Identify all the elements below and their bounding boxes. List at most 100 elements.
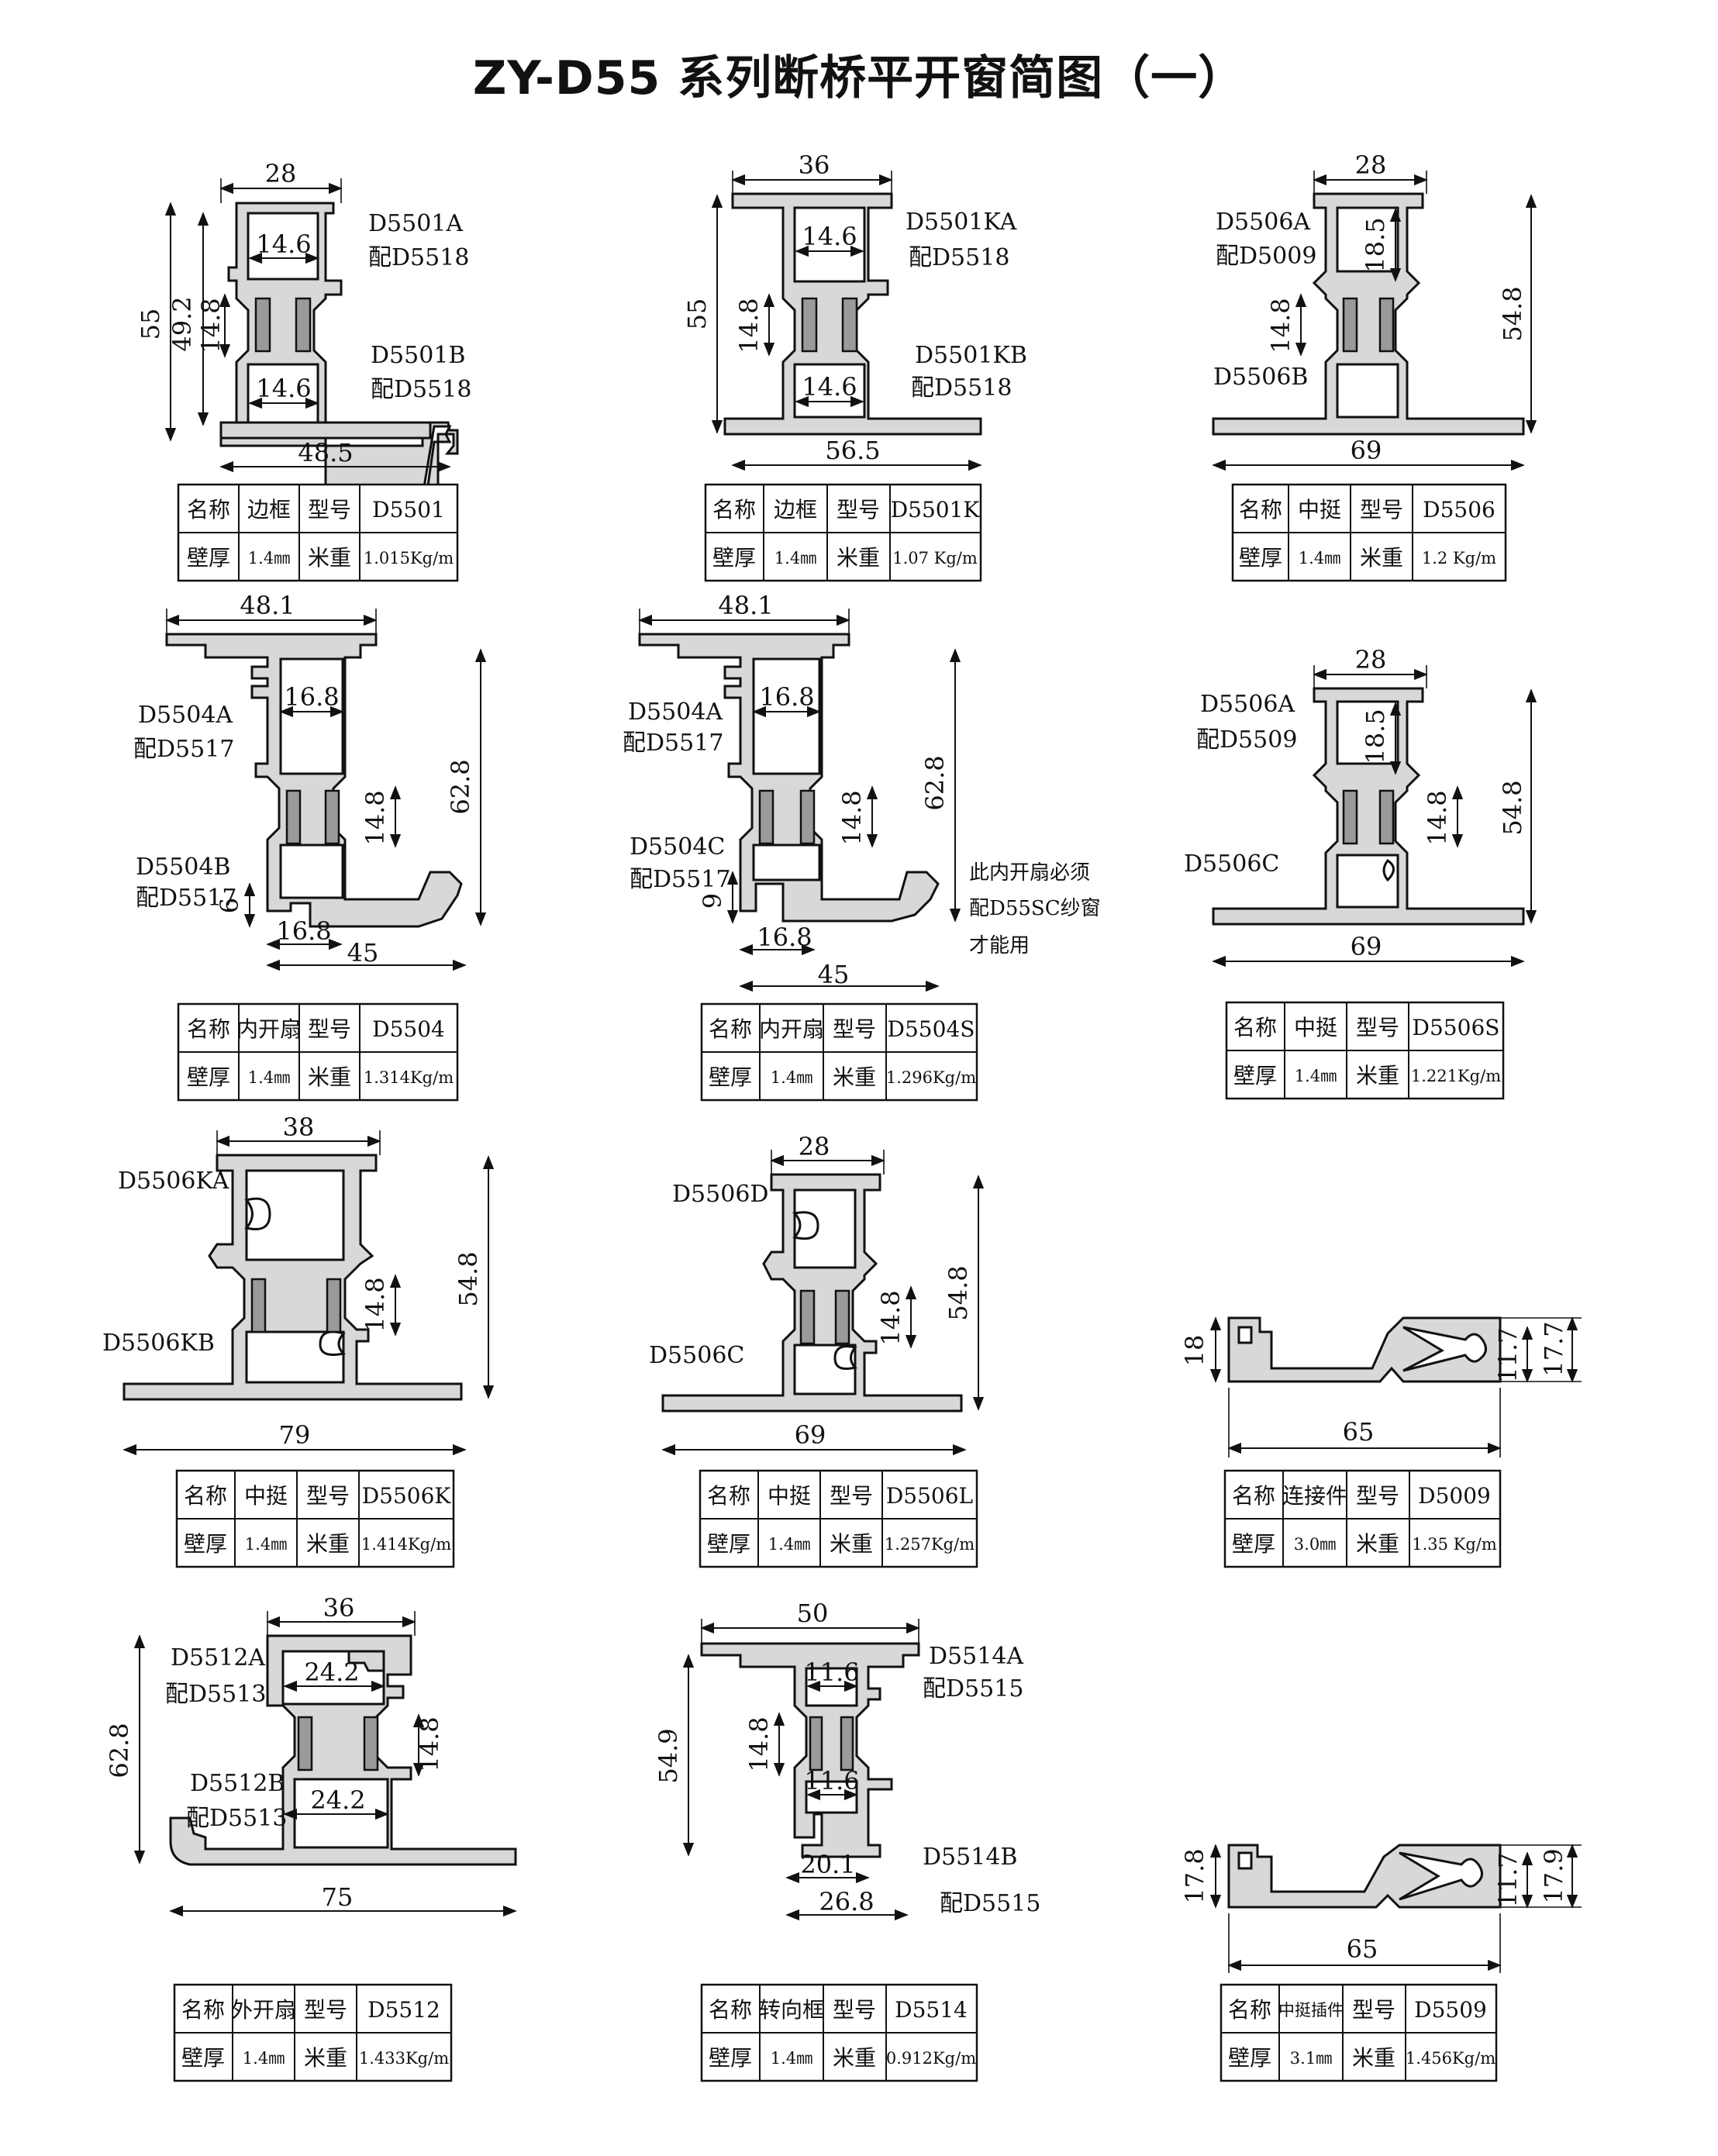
dim-label: 79 (279, 1420, 311, 1450)
dim-label: 14.8 (1423, 790, 1452, 845)
dim-label: 24.2 (304, 1658, 359, 1687)
dim-label: 48.5 (298, 438, 353, 467)
part-code: D5501KB (915, 342, 1027, 369)
dim-label: 62.8 (105, 1723, 134, 1778)
dim-label: 16.8 (759, 682, 814, 712)
dim-label: 48.1 (240, 591, 295, 620)
table-cell: 1.4㎜ (243, 2049, 285, 2068)
dim-label: 38 (283, 1112, 315, 1142)
part-code: D5501B (371, 342, 465, 369)
table-cell: D5504 (372, 1016, 445, 1042)
dim-label: 36 (799, 150, 830, 180)
panel-d5509: 17.8 11.7 17.9 65 名称 中挺插件 型号 D5509 壁厚 3.… (1180, 1844, 1582, 2082)
table-cell: 连接件 (1282, 1483, 1347, 1509)
spec-table-d5509: 名称 中挺插件 型号 D5509 壁厚 3.1㎜ 米重 1.456Kg/m (1220, 1983, 1498, 2082)
table-cell: 名称 (184, 1483, 227, 1509)
part-code: 配D5517 (623, 730, 723, 757)
table-cell: 1.4㎜ (248, 549, 290, 567)
table-cell: 外开扇 (231, 1997, 296, 2023)
dim-label: 28 (265, 159, 297, 188)
table-cell: 型号 (308, 1016, 351, 1042)
part-code: D5514A (929, 1643, 1023, 1670)
panel-d5512: 36 24.2 62.8 14.8 24.2 75 D5512A 配D5513 … (105, 1593, 517, 2082)
dim-label: 45 (347, 938, 379, 968)
spec-table-d5512: 名称 外开扇 型号 D5512 壁厚 1.4㎜ 米重 1.433Kg/m (173, 1983, 453, 2082)
dim-label: 9 (698, 893, 727, 909)
dim-label: 24.2 (310, 1785, 365, 1815)
part-code: D5504B (136, 854, 230, 881)
part-code: 配D5509 (1196, 726, 1297, 754)
dim-label: 6 (215, 898, 244, 913)
table-cell: 型号 (306, 1483, 350, 1509)
table-cell: 名称 (181, 1997, 225, 2023)
table-cell: 名称 (1228, 1997, 1271, 2023)
table-cell: 1.2 Kg/m (1422, 549, 1496, 567)
table-cell: 3.1㎜ (1290, 2049, 1332, 2068)
table-cell: 壁厚 (709, 2045, 752, 2071)
panel-d5504: 48.1 16.8 14.8 62.8 6 16.8 45 D5504A 配D5… (133, 591, 487, 1102)
table-cell: D5509 (1414, 1997, 1487, 2023)
table-cell: 1.07 Kg/m (892, 549, 978, 567)
table-cell: 壁厚 (709, 1064, 752, 1090)
table-cell: 名称 (1239, 497, 1282, 523)
panel-d5506l: 28 14.8 54.8 69 D5506D D5506C 名称 中挺 型号 D… (649, 1132, 985, 1568)
dim-label: 14.8 (734, 298, 764, 353)
table-cell: 型号 (308, 497, 351, 523)
profile-d5501k-drawing (723, 192, 982, 436)
spec-table-d5504s: 名称 内开扇 型号 D5504S 壁厚 1.4㎜ 米重 1.296Kg/m (700, 1002, 978, 1102)
table-cell: 型号 (833, 1997, 876, 2023)
part-code: D5506D (672, 1181, 768, 1208)
table-cell: 1.414Kg/m (361, 1535, 451, 1554)
table-cell: 0.912Kg/m (886, 2049, 976, 2068)
spec-table-d5009: 名称 连接件 型号 D5009 壁厚 3.0㎜ 米重 1.35 Kg/m (1223, 1469, 1502, 1568)
spec-table-d5506k: 名称 中挺 型号 D5506K 壁厚 1.4㎜ 米重 1.414Kg/m (175, 1469, 455, 1568)
table-cell: 中挺 (244, 1483, 288, 1509)
dim-label: 14.8 (744, 1716, 774, 1771)
table-cell: 边框 (774, 497, 817, 523)
table-cell: D5501 (372, 497, 445, 523)
table-cell: 米重 (304, 2045, 347, 2071)
note-line: 才能用 (969, 934, 1030, 957)
dim-label: 11.7 (1493, 1327, 1523, 1382)
dim-label: 11.6 (804, 1658, 859, 1687)
table-cell: 1.4㎜ (245, 1535, 287, 1554)
panel-d5506s: 28 18.5 14.8 54.8 69 D5506A 配D5509 D5506… (1184, 645, 1537, 1100)
table-cell: 中挺 (768, 1483, 811, 1509)
table-cell: D5009 (1418, 1483, 1491, 1509)
dim-label: 14.6 (802, 372, 857, 402)
table-cell: 型号 (1360, 497, 1403, 523)
dim-label: 49.2 (167, 296, 197, 351)
note-line: 配D55SC纱窗 (969, 897, 1101, 920)
part-code: 配D5518 (909, 244, 1009, 271)
part-code: D5504A (628, 699, 723, 726)
part-code: D5506KA (118, 1168, 229, 1195)
table-cell: 壁厚 (707, 1531, 750, 1557)
table-cell: 壁厚 (187, 1064, 230, 1090)
part-code: 配D5513 (165, 1681, 266, 1708)
panel-d5514: 50 11.6 54.9 14.8 11.6 20.1 26.8 D5514A … (654, 1599, 1040, 2082)
table-cell: 1.433Kg/m (359, 2049, 449, 2068)
part-code: D5506KB (102, 1330, 215, 1357)
dim-label: 62.8 (446, 759, 475, 814)
dim-label: 14.6 (256, 374, 311, 403)
table-cell: 1.4㎜ (248, 1068, 290, 1087)
profile-d5509-drawing (1227, 1844, 1502, 1909)
table-cell: 名称 (1233, 1015, 1277, 1040)
table-cell: 型号 (304, 1997, 347, 2023)
part-code: D5514B (923, 1844, 1017, 1871)
table-cell: 1.35 Kg/m (1412, 1535, 1497, 1554)
dim-label: 18.5 (1361, 709, 1390, 764)
table-cell: 壁厚 (181, 2045, 225, 2071)
part-code: D5506C (1184, 850, 1279, 878)
spec-table-d5514: 名称 转向框 型号 D5514 壁厚 1.4㎜ 米重 0.912Kg/m (700, 1983, 978, 2082)
profile-d5506l-drawing (661, 1173, 963, 1413)
table-cell: 型号 (1356, 1015, 1399, 1040)
dim-label: 16.8 (276, 916, 331, 946)
dim-label: 62.8 (920, 755, 950, 810)
table-cell: 壁厚 (1239, 545, 1282, 571)
part-code: D5506A (1200, 691, 1295, 718)
dim-label: 55 (136, 309, 165, 340)
dim-label: 14.6 (802, 222, 857, 251)
table-cell: 1.456Kg/m (1406, 2049, 1495, 2068)
